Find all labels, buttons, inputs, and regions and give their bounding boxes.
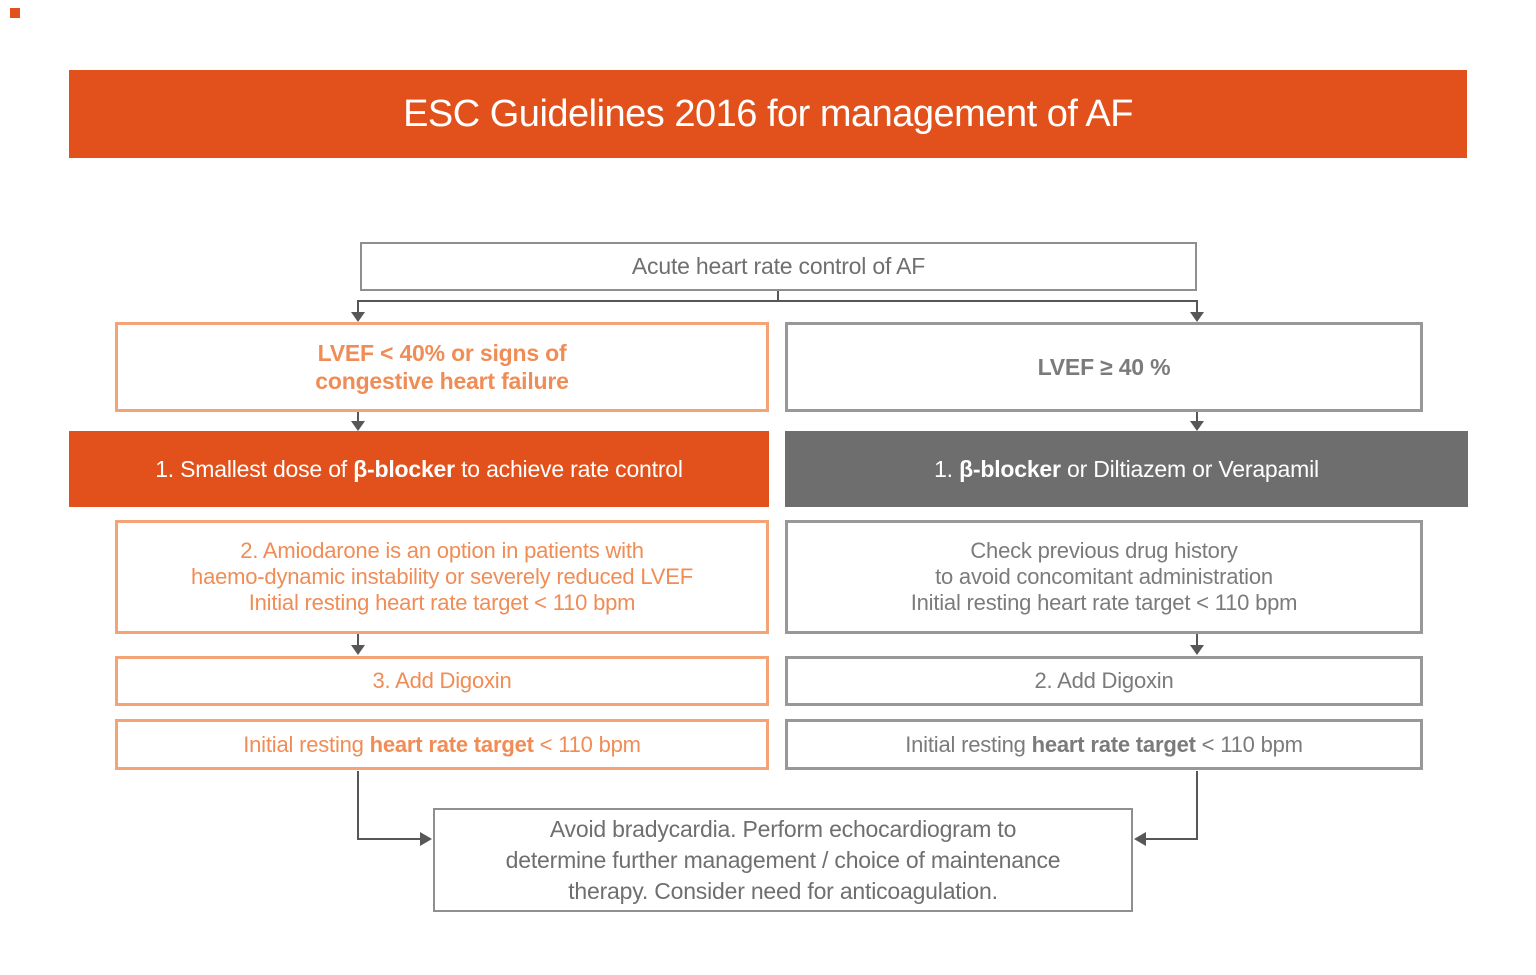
right-step2-line1: Check previous drug history <box>970 538 1238 563</box>
node-acute-rate-control: Acute heart rate control of AF <box>360 242 1197 291</box>
node-lvef-40-or-more-label: LVEF ≥ 40 % <box>1037 353 1171 380</box>
node-lvef-below-40-line1: LVEF < 40% or signs of <box>317 340 567 366</box>
left-step2-line1: 2. Amiodarone is an option in patients w… <box>240 538 644 563</box>
node-left-heart-rate-target: Initial resting heart rate target < 110 … <box>115 719 769 770</box>
right-step3-label: 2. Add Digoxin <box>1034 668 1174 693</box>
right-target-post: < 110 bpm <box>1195 731 1303 757</box>
left-target-post: < 110 bpm <box>533 731 641 757</box>
right-step2-line3: Initial resting heart rate target < 110 … <box>910 590 1298 615</box>
left-step2-line2: haemo-dynamic instability or severely re… <box>191 564 693 589</box>
left-step3-label: 3. Add Digoxin <box>372 668 512 693</box>
left-target-pre: Initial resting <box>243 731 370 757</box>
node-left-step3-digoxin: 3. Add Digoxin <box>115 656 769 706</box>
arrow-left-step3 <box>351 645 365 655</box>
node-lvef-below-40-line2: congestive heart failure <box>315 368 569 394</box>
left-step1-bold: β-blocker <box>353 455 455 482</box>
left-step1-post: to achieve rate control <box>454 455 683 482</box>
footer-line1: Avoid bradycardia. Perform echocardiogra… <box>549 815 1017 842</box>
right-target-pre: Initial resting <box>905 731 1032 757</box>
node-lvef-40-or-more: LVEF ≥ 40 % <box>785 322 1423 412</box>
node-right-step1-text: 1. β-blocker or Diltiazem or Verapamil <box>934 456 1319 483</box>
footer-line3: therapy. Consider need for anticoagulati… <box>568 877 998 904</box>
arrow-right-step3 <box>1190 645 1204 655</box>
node-acute-rate-control-label: Acute heart rate control of AF <box>631 253 926 279</box>
node-right-heart-rate-target: Initial resting heart rate target < 110 … <box>785 719 1423 770</box>
left-step2-line3: Initial resting heart rate target < 110 … <box>248 590 636 615</box>
node-left-step1-text: 1. Smallest dose of β-blocker to achieve… <box>155 456 683 483</box>
footer-line2: determine further management / choice of… <box>505 846 1061 873</box>
page-title: ESC Guidelines 2016 for management of AF <box>403 92 1133 135</box>
node-footer-avoid-bradycardia: Avoid bradycardia. Perform echocardiogra… <box>433 808 1133 912</box>
node-right-step2-drug-history: Check previous drug history to avoid con… <box>785 520 1423 634</box>
title-banner: ESC Guidelines 2016 for management of AF <box>69 70 1467 158</box>
node-left-step2-amiodarone: 2. Amiodarone is an option in patients w… <box>115 520 769 634</box>
arrow-footer-left <box>420 832 432 846</box>
arrow-left-header <box>351 312 365 322</box>
node-right-step3-digoxin: 2. Add Digoxin <box>785 656 1423 706</box>
left-target-text: Initial resting heart rate target < 110 … <box>243 732 641 758</box>
node-left-step1-beta-blocker: 1. Smallest dose of β-blocker to achieve… <box>69 431 769 507</box>
right-step2-line2: to avoid concomitant administration <box>935 564 1273 589</box>
right-step1-bold: β-blocker <box>959 455 1061 482</box>
right-step1-pre: 1. <box>934 455 960 482</box>
right-target-text: Initial resting heart rate target < 110 … <box>905 732 1303 758</box>
node-lvef-below-40: LVEF < 40% or signs of congestive heart … <box>115 322 769 412</box>
node-right-step1-beta-blocker: 1. β-blocker or Diltiazem or Verapamil <box>785 431 1468 507</box>
left-step1-pre: 1. Smallest dose of <box>155 455 354 482</box>
arrow-footer-right <box>1134 832 1146 846</box>
right-step1-post: or Diltiazem or Verapamil <box>1060 455 1319 482</box>
corner-brand-mark <box>10 8 20 18</box>
arrow-right-header <box>1190 312 1204 322</box>
right-target-bold: heart rate target <box>1031 731 1196 757</box>
left-target-bold: heart rate target <box>369 731 534 757</box>
arrow-left-step1 <box>351 421 365 431</box>
arrow-right-step1 <box>1190 421 1204 431</box>
